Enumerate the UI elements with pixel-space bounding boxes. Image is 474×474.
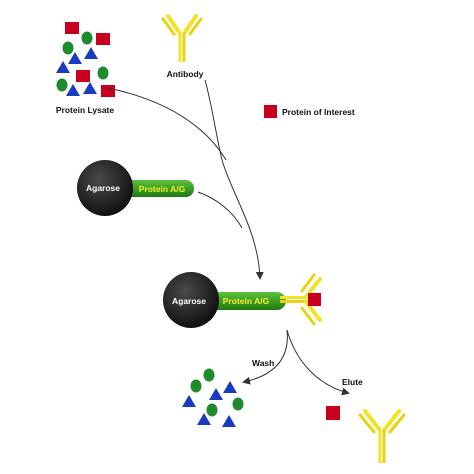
protein-triangle [222,415,236,427]
protein-circle [56,78,68,92]
protein-circle [81,31,93,45]
protein-triangle [56,61,70,73]
protein-circle [97,66,109,80]
protein-triangle [83,82,97,94]
protein-of-interest-label: Protein of Interest [282,107,355,117]
eluted-antibody-icon [358,409,406,463]
eluted-products [326,406,406,463]
agarose-label: Agarose [172,296,206,306]
agarose-bead-group-2: Agarose Protein A/G [163,272,322,328]
antibody-top: Antibody [161,14,204,79]
elute-arrow [286,329,350,396]
merge-arrows [107,79,264,280]
antibody-label: Antibody [167,69,204,79]
lysate-arrow [107,87,227,161]
protein-square [65,22,79,34]
agarose-bead [163,272,219,328]
combined-arrow [221,159,264,280]
bead-arrow [197,191,243,229]
agarose-label: Agarose [86,183,120,193]
protein-triangle [84,47,98,59]
washed-proteins-cluster [182,368,244,427]
wash-arrow [242,329,288,385]
protein-ag-rod [208,292,286,310]
protein-circle [232,397,244,411]
antibody-icon [161,14,203,62]
agarose-bead [77,160,133,216]
protein-circle [206,403,218,417]
protein-circle [190,379,202,393]
protein-triangle [209,388,223,400]
protein-triangle [197,413,211,425]
legend-square [264,105,277,118]
protein-triangle [66,84,80,96]
protein-triangle [182,395,196,407]
wash-label: Wash [252,358,274,368]
protein-square [101,85,115,97]
elute-label: Elute [342,377,363,387]
protein-square [96,33,110,45]
protein-lysate-label: Protein Lysate [56,105,115,115]
protein-ag-label: Protein A/G [223,296,270,306]
protein-triangle [223,381,237,393]
protein-circle [203,368,215,382]
protein-circle [62,41,74,55]
eluted-protein-square [326,406,340,420]
antibody-arrow [204,79,223,161]
protein-ag-label: Protein A/G [139,184,186,194]
protein-square [76,70,90,82]
agarose-bead-group-1: Agarose Protein A/G [77,160,194,216]
wash-elute-arrows: Wash Elute [242,329,363,396]
legend-protein-of-interest: Protein of Interest [264,105,355,118]
bound-protein-square [308,293,321,306]
protein-triangle [68,52,82,64]
protein-lysate-cluster: Protein Lysate [56,22,115,115]
protein-ag-rod [120,180,194,197]
